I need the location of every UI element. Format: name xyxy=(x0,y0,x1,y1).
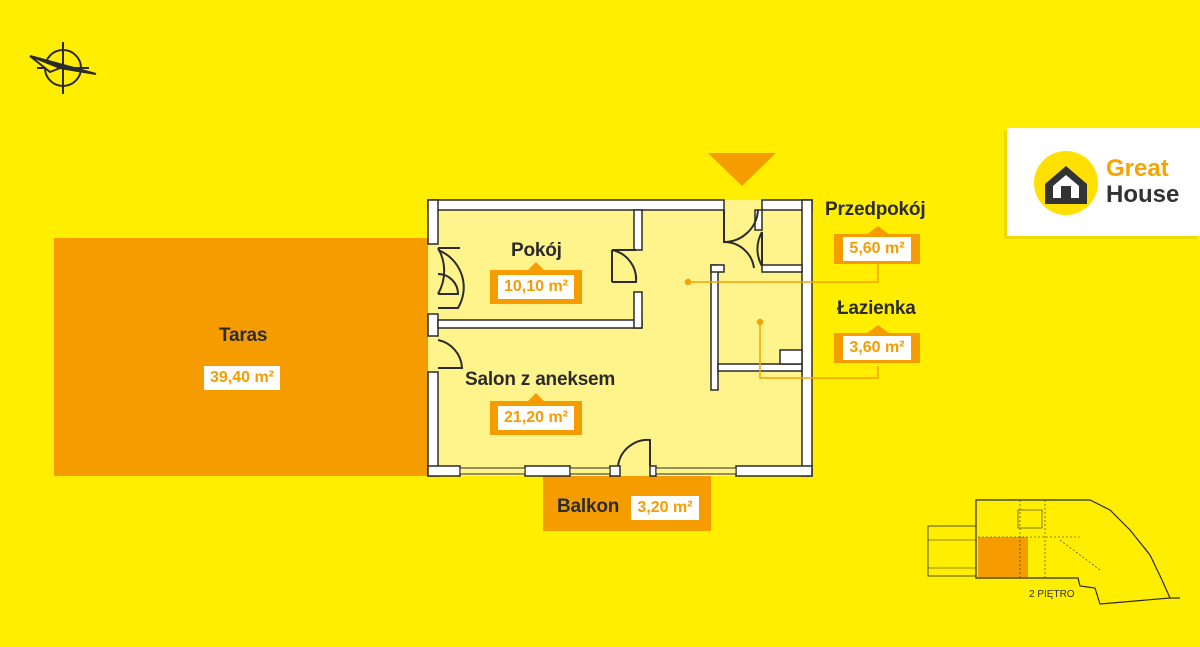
room-area-balkon: 3,20 m² xyxy=(631,496,699,520)
building-minimap xyxy=(927,499,1180,605)
room-area-badge-pokoj: 10,10 m² xyxy=(490,270,582,304)
room-area-przedpokoj: 5,60 m² xyxy=(843,237,911,261)
room-area-badge-lazienka: 3,60 m² xyxy=(834,333,920,363)
room-name-taras: Taras xyxy=(219,325,268,346)
room-name-pokoj: Pokój xyxy=(511,240,562,261)
room-area-salon: 21,20 m² xyxy=(497,406,575,430)
logo-word-great: Great xyxy=(1106,155,1169,182)
great-house-logo: Great House xyxy=(1007,128,1200,236)
room-area-badge-salon: 21,20 m² xyxy=(490,401,582,435)
minimap-floor-label: 2 PIĘTRO xyxy=(1029,589,1075,600)
entrance-arrow-icon xyxy=(708,153,776,186)
room-area-badge-taras: 39,40 m² xyxy=(196,361,288,395)
exterior-walls xyxy=(427,199,813,477)
label-pointers xyxy=(234,226,890,401)
doors xyxy=(437,209,763,467)
room-area-lazienka: 3,60 m² xyxy=(843,336,911,360)
door-leaves xyxy=(438,232,763,466)
room-area-badge-przedpokoj: 5,60 m² xyxy=(834,234,920,264)
apartment-fill xyxy=(428,200,812,476)
room-name-przedpokoj: Przedpokój xyxy=(825,199,926,220)
logo-word-house: House xyxy=(1106,181,1180,208)
room-name-lazienka: Łazienka xyxy=(837,298,916,319)
room-name-balkon: Balkon xyxy=(557,496,620,517)
house-logo-icon xyxy=(1034,151,1098,215)
logo-wordmark: Great House xyxy=(1106,156,1179,208)
windows xyxy=(459,467,737,475)
room-area-pokoj: 10,10 m² xyxy=(497,275,575,299)
room-name-salon: Salon z aneksem xyxy=(465,369,616,390)
room-area-badge-balkon: 3,20 m² xyxy=(623,491,707,525)
compass-icon xyxy=(29,42,97,94)
leader-lines xyxy=(684,262,879,379)
room-area-taras: 39,40 m² xyxy=(203,366,281,390)
